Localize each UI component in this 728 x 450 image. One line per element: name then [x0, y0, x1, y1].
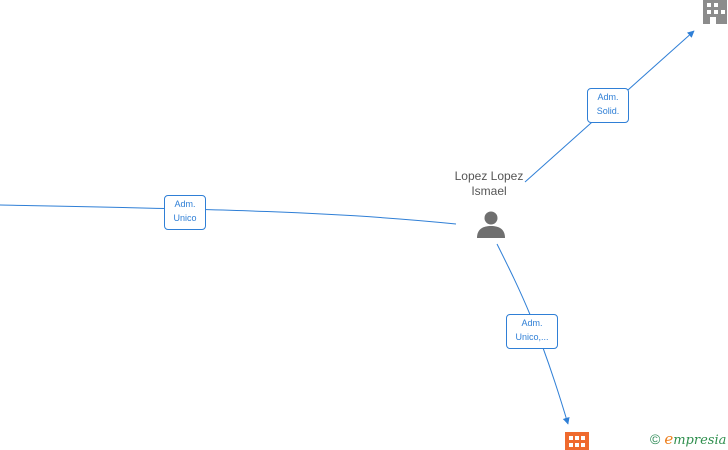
- edge-label-line2: Solid.: [596, 106, 620, 116]
- edge-label-line1: Adm.: [597, 92, 619, 102]
- building-icon[interactable]: [703, 0, 727, 24]
- person-name-line2: Ismael: [471, 184, 507, 198]
- edge-left: [0, 204, 457, 225]
- person-name-label[interactable]: Lopez Lopez Ismael: [440, 169, 538, 199]
- person-name-line1: Lopez Lopez: [454, 169, 524, 183]
- edge-label-line2: Unico,...: [515, 332, 549, 342]
- edge-label-line1: Adm.: [174, 199, 196, 209]
- edge-label-line1: Adm.: [521, 318, 543, 328]
- edge-label-left[interactable]: Adm. Unico: [164, 195, 206, 230]
- edge-label-bottom[interactable]: Adm. Unico,...: [506, 314, 558, 349]
- copyright-icon: ©: [650, 431, 661, 447]
- edge-label-top[interactable]: Adm. Solid.: [587, 88, 629, 123]
- brand-logo: empresia: [664, 430, 727, 448]
- person-icon[interactable]: [477, 211, 505, 239]
- edge-label-line2: Unico: [173, 213, 197, 223]
- building-icon[interactable]: [565, 432, 589, 450]
- footer-brand: © empresia: [650, 428, 726, 450]
